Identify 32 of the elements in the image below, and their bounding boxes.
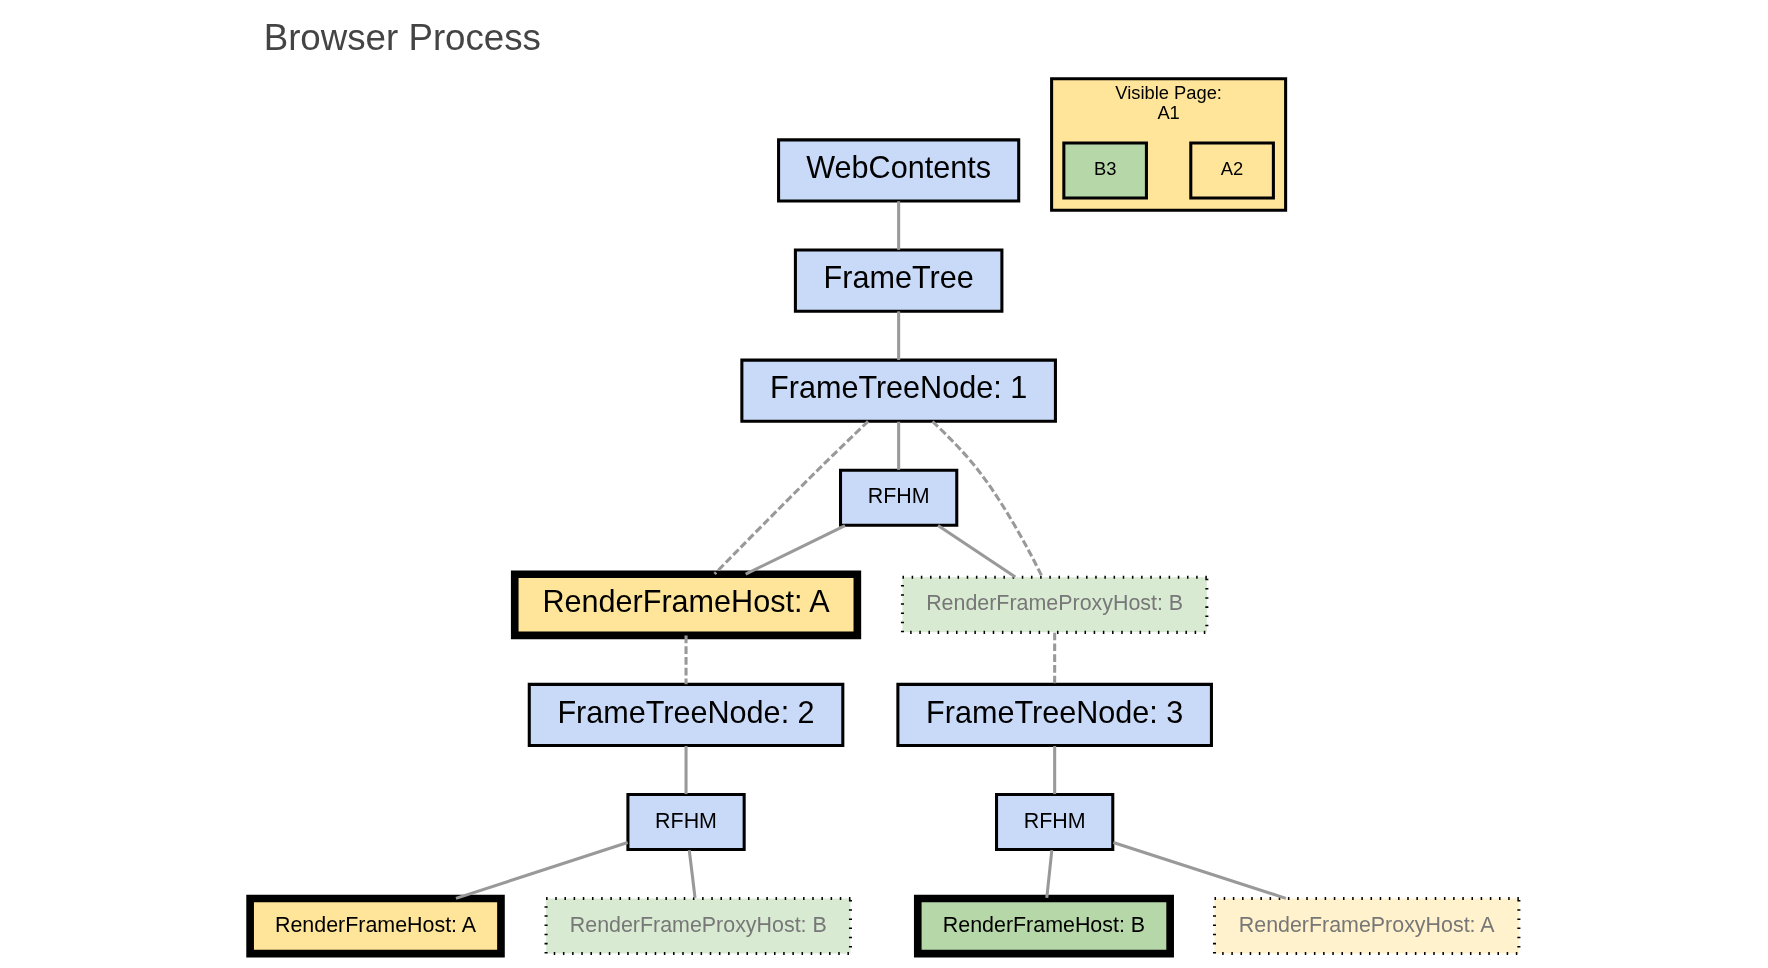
diagram-title: Browser Process	[263, 16, 541, 58]
node-box: FrameTree	[793, 248, 1003, 313]
node-box: RenderFrameHost: B	[913, 894, 1174, 958]
connector	[1044, 849, 1053, 898]
node-box: RenderFrameProxyHost: A	[1212, 897, 1520, 956]
node-box: FrameTreeNode: 1	[739, 358, 1057, 423]
connector	[1112, 841, 1286, 900]
connector	[454, 841, 628, 900]
connector	[712, 420, 869, 576]
node-box: RenderFrameProxyHost: B	[544, 897, 852, 956]
connector	[896, 201, 900, 250]
connector	[687, 849, 697, 898]
connector	[684, 635, 688, 685]
node-box: RFHM	[625, 792, 746, 852]
connector	[896, 311, 900, 360]
connector	[936, 524, 1016, 579]
connector	[684, 746, 688, 795]
node-box: RenderFrameHost: A	[510, 570, 861, 640]
connector	[744, 524, 846, 576]
node-box: RFHM	[838, 468, 958, 527]
node-box: FrameTreeNode: 3	[895, 682, 1213, 748]
node-box: FrameTreeNode: 2	[527, 682, 844, 748]
node-box: A2	[1188, 141, 1275, 200]
connector	[1052, 632, 1056, 685]
node-box: WebContents	[776, 138, 1020, 203]
connector	[930, 420, 1044, 578]
connector	[896, 421, 900, 470]
connector	[1052, 746, 1056, 795]
node-box: RenderFrameHost: A	[245, 894, 505, 958]
node-box: B3	[1061, 141, 1148, 200]
node-box: RFHM	[994, 792, 1114, 852]
node-box: RenderFrameProxyHost: B	[900, 575, 1208, 634]
